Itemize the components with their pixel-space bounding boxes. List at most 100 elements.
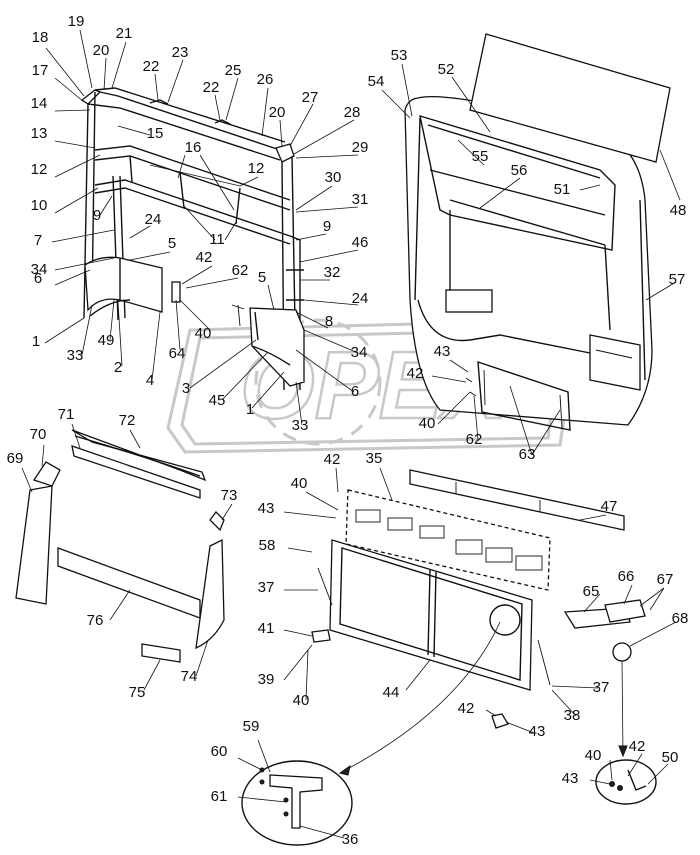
callout-24: 24 <box>352 290 369 307</box>
callout-67: 67 <box>657 571 674 588</box>
callout-51: 51 <box>554 181 571 198</box>
callout-76: 76 <box>87 612 104 629</box>
callout-10: 10 <box>31 197 48 214</box>
leader-lines <box>21 29 681 839</box>
callout-70: 70 <box>30 426 47 443</box>
callout-9: 9 <box>323 218 331 235</box>
callout-43: 43 <box>434 343 451 360</box>
callout-68: 68 <box>672 610 689 627</box>
callout-64: 64 <box>169 345 186 362</box>
callout-63: 63 <box>519 446 536 463</box>
callout-23: 23 <box>172 44 189 61</box>
callout-9: 9 <box>93 207 101 224</box>
callout-31: 31 <box>352 191 369 208</box>
callout-6: 6 <box>34 270 42 287</box>
callout-49: 49 <box>98 332 115 349</box>
callout-24: 24 <box>145 211 162 228</box>
callout-69: 69 <box>7 450 24 467</box>
callout-22: 22 <box>203 79 220 96</box>
callout-42: 42 <box>324 451 341 468</box>
callout-40: 40 <box>291 475 308 492</box>
callout-42: 42 <box>629 738 646 755</box>
callout-30: 30 <box>325 169 342 186</box>
callout-5: 5 <box>258 269 266 286</box>
callout-4: 4 <box>146 372 154 389</box>
callout-44: 44 <box>383 684 400 701</box>
callout-39: 39 <box>258 671 275 688</box>
callout-43: 43 <box>529 723 546 740</box>
callout-40: 40 <box>419 415 436 432</box>
callout-16: 16 <box>185 139 202 156</box>
callout-48: 48 <box>670 202 687 219</box>
callout-21: 21 <box>116 25 133 42</box>
callout-58: 58 <box>259 537 276 554</box>
detail-views <box>241 759 657 846</box>
callout-56: 56 <box>511 162 528 179</box>
callout-28: 28 <box>344 104 361 121</box>
callout-15: 15 <box>147 125 164 142</box>
callout-62: 62 <box>232 262 249 279</box>
callout-8: 8 <box>325 313 333 330</box>
callout-17: 17 <box>32 62 49 79</box>
callout-52: 52 <box>438 61 455 78</box>
callout-40: 40 <box>293 692 310 709</box>
reference-arrows <box>338 621 628 776</box>
callout-66: 66 <box>618 568 635 585</box>
callout-7: 7 <box>34 232 42 249</box>
cab-shell <box>404 33 671 431</box>
callout-72: 72 <box>119 412 136 429</box>
callout-59: 59 <box>243 718 260 735</box>
callout-26: 26 <box>257 71 274 88</box>
callout-50: 50 <box>662 749 679 766</box>
callout-25: 25 <box>225 62 242 79</box>
callout-19: 19 <box>68 13 85 30</box>
callout-38: 38 <box>564 707 581 724</box>
callout-11: 11 <box>209 231 225 248</box>
callout-57: 57 <box>669 271 686 288</box>
callout-42: 42 <box>196 249 213 266</box>
callout-75: 75 <box>129 684 146 701</box>
callout-60: 60 <box>211 743 228 760</box>
callout-41: 41 <box>258 620 275 637</box>
callout-20: 20 <box>93 42 110 59</box>
callout-71: 71 <box>58 406 75 423</box>
callout-43: 43 <box>258 500 275 517</box>
callout-32: 32 <box>324 264 341 281</box>
rear-window-frame <box>311 469 646 729</box>
callout-34: 34 <box>351 344 368 361</box>
callout-33: 33 <box>67 347 84 364</box>
callout-13: 13 <box>31 125 48 142</box>
callout-6: 6 <box>351 383 359 400</box>
callout-14: 14 <box>31 95 48 112</box>
callout-33: 33 <box>292 417 309 434</box>
cab-frame <box>80 87 305 391</box>
callout-55: 55 <box>472 148 489 165</box>
callout-40: 40 <box>585 747 602 764</box>
callout-37: 37 <box>258 579 275 596</box>
callout-2: 2 <box>114 359 122 376</box>
callout-29: 29 <box>352 139 369 156</box>
callout-42: 42 <box>458 700 475 717</box>
callout-40: 40 <box>195 325 212 342</box>
callout-62: 62 <box>466 431 483 448</box>
callout-73: 73 <box>221 487 238 504</box>
callout-43: 43 <box>562 770 579 787</box>
callout-3: 3 <box>182 380 190 397</box>
callout-61: 61 <box>211 788 228 805</box>
callout-37: 37 <box>593 679 610 696</box>
side-panels <box>15 429 225 663</box>
callout-42: 42 <box>407 365 424 382</box>
callout-54: 54 <box>368 73 385 90</box>
callout-18: 18 <box>32 29 49 46</box>
callout-74: 74 <box>181 668 198 685</box>
callout-20: 20 <box>269 104 286 121</box>
callout-46: 46 <box>352 234 369 251</box>
callout-47: 47 <box>601 498 618 515</box>
callout-36: 36 <box>342 831 359 848</box>
callout-35: 35 <box>366 450 383 467</box>
callout-1: 1 <box>32 333 40 350</box>
callout-22: 22 <box>143 58 160 75</box>
